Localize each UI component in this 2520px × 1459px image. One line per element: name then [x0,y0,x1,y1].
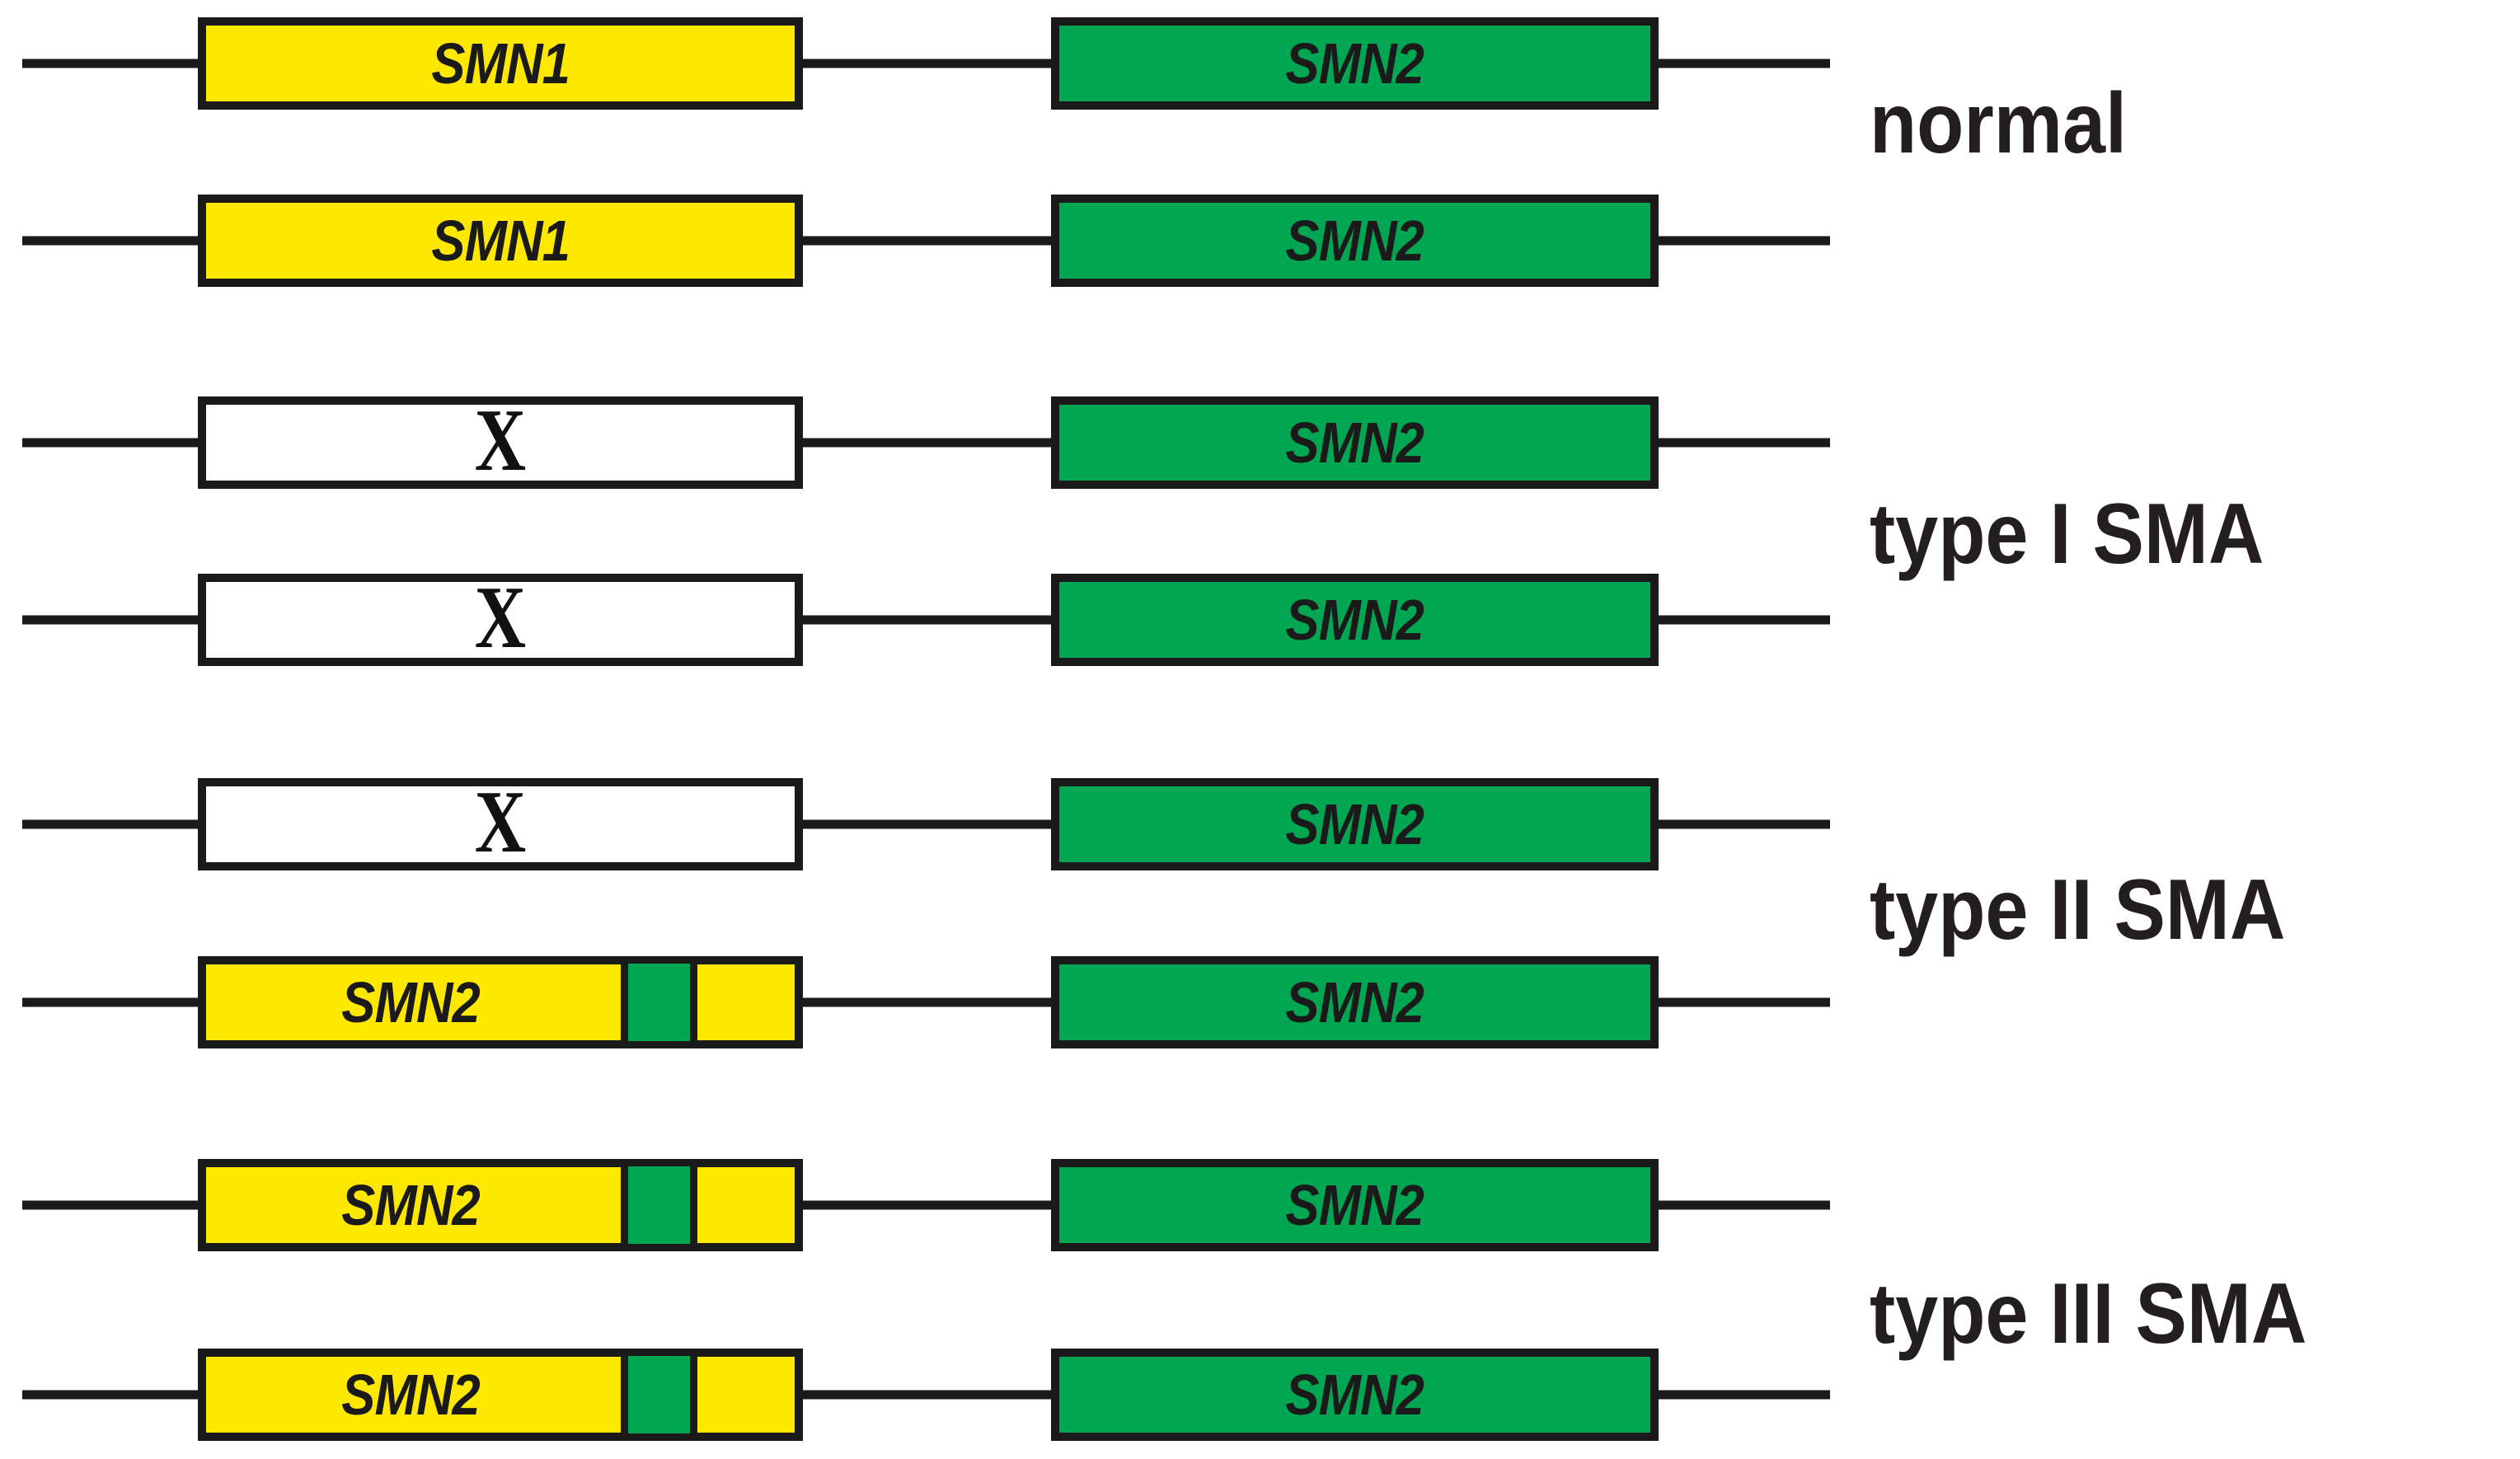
gene-box-deleted[interactable]: X [198,778,803,870]
hybrid-exon-segment [621,964,698,1041]
chromosome-line-right [1659,1200,1830,1210]
chromosome-line-left [22,819,198,829]
chromosome-line-middle [803,615,1051,625]
gene-box-smn2[interactable]: SMN2 [1051,574,1659,666]
gene-name-label: SMN2 [341,970,481,1034]
gene-box-smn1[interactable]: SMN1 [198,195,803,287]
gene-box-smn2[interactable]: SMN2 [1051,396,1659,489]
chromosome-line-left [22,438,198,448]
chromosome-line-left [22,59,198,68]
gene-deletion-x-icon: X [474,773,527,871]
gene-box-hybrid[interactable]: SMN2 [198,1159,803,1251]
gene-box-smn2[interactable]: SMN2 [1051,1349,1659,1441]
gene-box-hybrid[interactable]: SMN2 [198,1349,803,1441]
chromosome-line-left [22,615,198,625]
gene-box-smn2[interactable]: SMN2 [1051,956,1659,1049]
gene-box-smn2[interactable]: SMN2 [1051,17,1659,110]
chromosome-line-right [1659,819,1830,829]
gene-name-label: SMN1 [431,209,570,273]
chromosome-line-right [1659,236,1830,246]
chromosome-line-middle [803,819,1051,829]
gene-box-smn2[interactable]: SMN2 [1051,778,1659,870]
label-normal: normal [1870,76,2128,171]
chromosome-line-right [1659,997,1830,1007]
gene-box-hybrid[interactable]: SMN2 [198,956,803,1049]
gene-box-smn1[interactable]: SMN1 [198,17,803,110]
gene-name-label: SMN2 [1285,209,1425,273]
hybrid-exon-segment [621,1356,698,1433]
gene-box-smn2[interactable]: SMN2 [1051,1159,1659,1251]
chromosome-line-right [1659,438,1830,448]
gene-name-label: SMN2 [1285,1363,1425,1427]
chromosome-line-middle [803,1390,1051,1400]
gene-box-deleted[interactable]: X [198,574,803,666]
chromosome-line-middle [803,997,1051,1007]
gene-box-deleted[interactable]: X [198,396,803,489]
chromosome-line-left [22,236,198,246]
gene-deletion-x-icon: X [474,392,527,490]
gene-name-label: SMN2 [341,1363,481,1427]
chromosome-line-middle [803,59,1051,68]
label-type-2: type II SMA [1870,862,2286,958]
chromosome-line-left [22,1390,198,1400]
gene-name-label: SMN2 [1285,792,1425,856]
chromosome-line-right [1659,1390,1830,1400]
chromosome-line-right [1659,615,1830,625]
gene-name-label: SMN2 [1285,410,1425,475]
label-type-3: type III SMA [1870,1266,2307,1362]
chromosome-line-left [22,997,198,1007]
chromosome-line-middle [803,438,1051,448]
chromosome-line-middle [803,236,1051,246]
label-type-1: type I SMA [1870,486,2264,582]
gene-name-label: SMN1 [431,31,570,96]
gene-deletion-x-icon: X [474,569,527,667]
gene-name-label: SMN2 [341,1173,481,1237]
chromosome-line-left [22,1200,198,1210]
gene-name-label: SMN2 [1285,1173,1425,1237]
gene-name-label: SMN2 [1285,970,1425,1034]
chromosome-line-right [1659,59,1830,68]
gene-name-label: SMN2 [1285,31,1425,96]
hybrid-exon-segment [621,1166,698,1244]
gene-name-label: SMN2 [1285,588,1425,652]
chromosome-line-middle [803,1200,1051,1210]
gene-box-smn2[interactable]: SMN2 [1051,195,1659,287]
